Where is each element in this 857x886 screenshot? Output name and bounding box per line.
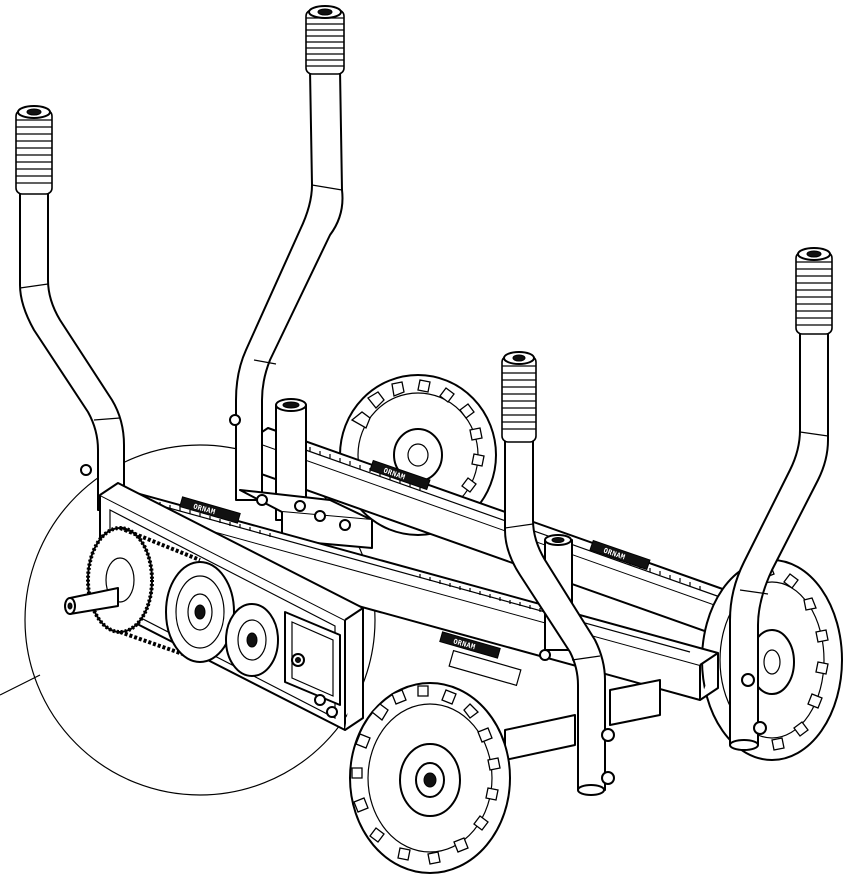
ribbed-grip-icon [501,351,537,443]
wheel-front [349,682,511,874]
rail-label-4-text: ORNAM [452,637,476,651]
handle-rear-center [235,5,345,501]
ribbed-grip-icon [305,5,345,75]
handle-front-center [501,351,606,796]
wheel-right [701,559,843,761]
front-rail-ruler [139,499,691,653]
small-pulley [225,603,279,677]
ribbed-grip-icon [15,105,53,195]
clamp-bracket [284,611,341,718]
center-post [275,398,307,521]
middle-disk [165,561,235,663]
detail-circle-icon [24,444,376,796]
detail-callout [0,444,376,796]
drive-shaft [64,587,119,615]
sprocket-chain-drive [64,526,341,718]
frame-bolts [80,414,767,785]
rail-label-1: ORNAM [369,459,431,491]
handle-rear-left [15,105,125,511]
handle-front-right [729,247,833,751]
large-sprocket [86,526,154,634]
detail-leader-line [0,674,41,696]
front-axle [504,679,661,761]
front-rail-plate [448,649,522,687]
ribbed-grip-icon [795,247,833,335]
